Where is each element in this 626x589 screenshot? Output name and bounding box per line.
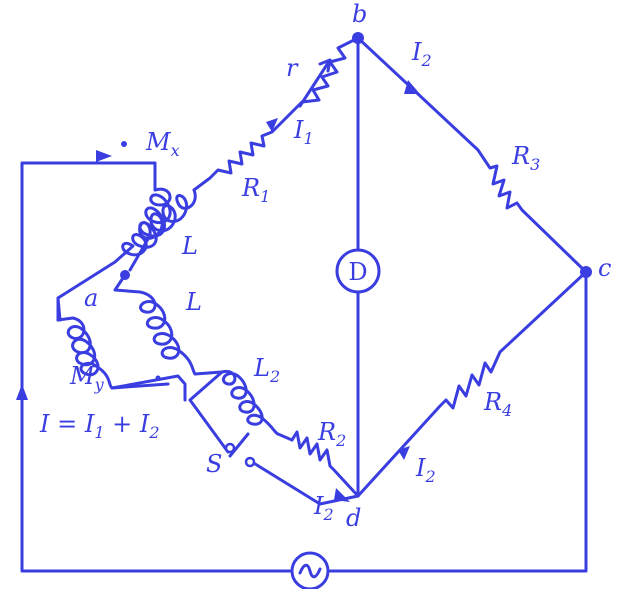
- current-arrows: [16, 80, 420, 502]
- label-node-c: c: [598, 254, 611, 282]
- label-node-a: a: [84, 284, 98, 312]
- label-r1: R1: [241, 174, 270, 206]
- label-l-upper: L: [181, 232, 198, 260]
- labels: b c d a r Mx My L L L2 R1 R2 R3 R4 I1: [39, 0, 611, 532]
- rheostat-arrow: [298, 58, 332, 108]
- my-coil: [56, 316, 187, 402]
- l2-coil: [220, 369, 294, 442]
- circuit-wires: [20, 36, 588, 573]
- galvanometer-circle: [335, 248, 381, 294]
- label-l-lower: L: [185, 288, 202, 316]
- arrow-i1: [266, 118, 278, 132]
- switch-contact-1: [224, 442, 236, 454]
- node-my-dot: [155, 375, 161, 381]
- arrow-source-left: [16, 384, 28, 400]
- label-i1: I1: [293, 116, 314, 148]
- galvanometer: D: [335, 248, 381, 294]
- wire-r2-d: [290, 430, 360, 498]
- frame-a: [110, 382, 170, 390]
- nodes: [120, 32, 592, 468]
- node-c-dot: [580, 266, 592, 278]
- arrow-b-i2: [404, 80, 420, 94]
- wire-b-r-r1: [192, 36, 360, 192]
- label-r4: R4: [483, 388, 512, 420]
- label-r3: R3: [511, 142, 540, 174]
- my-frame-wire: [56, 296, 62, 322]
- wire-b-r3-c: [356, 36, 588, 274]
- label-mx: Mx: [145, 128, 180, 160]
- label-total-current: I = I1 + I2: [39, 410, 160, 442]
- label-switch-s: S: [206, 450, 222, 478]
- label-i2-right: I2: [415, 454, 436, 486]
- label-my: My: [69, 362, 105, 394]
- wire-c-r4-d: [356, 270, 588, 498]
- galvanometer-label: D: [348, 258, 367, 286]
- source-loop-wire: [20, 161, 588, 573]
- l-upper-coil: [128, 188, 197, 272]
- arrow-d-i2: [398, 446, 410, 460]
- ac-source: [290, 551, 330, 589]
- switch-contact-2: [244, 456, 256, 468]
- arrow-source-top: [96, 150, 112, 162]
- node-mx-dot: [121, 141, 127, 147]
- node-b-dot: [352, 32, 364, 44]
- arrow-into-d: [334, 488, 350, 502]
- label-i2-top: I2: [411, 38, 432, 70]
- label-r2: R2: [317, 418, 346, 450]
- label-i2-bottom: I2: [313, 492, 334, 524]
- label-rheostat-r: r: [286, 54, 299, 82]
- label-l2: L2: [253, 354, 280, 386]
- label-node-b: b: [352, 0, 367, 28]
- l-lower-coil: [113, 273, 224, 376]
- node-junction-dot: [120, 270, 130, 280]
- ac-source-wave-icon: [298, 563, 322, 579]
- label-node-d: d: [346, 504, 361, 532]
